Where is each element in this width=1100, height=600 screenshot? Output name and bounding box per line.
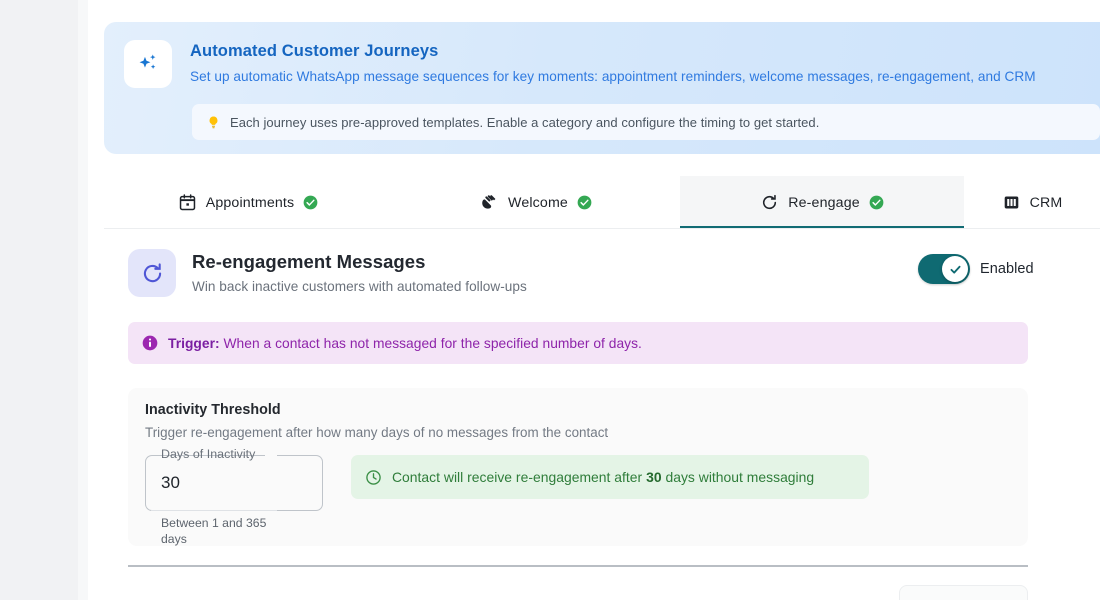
threshold-description: Trigger re-engagement after how many day… [145,425,609,440]
info-icon [142,335,158,351]
refresh-icon [763,194,777,210]
banner-subtitle: Set up automatic WhatsApp message sequen… [190,69,1036,84]
view-column-icon [1004,196,1018,209]
banner-header-row: Automated Customer Journeys Set up autom… [124,40,1036,88]
days-of-inactivity-helper: Between 1 and 365 days [161,516,267,546]
check-circle-icon [303,195,318,210]
trigger-alert-text: Trigger: When a contact has not messaged… [168,336,642,351]
banner-tip: Each journey uses pre-approved templates… [192,104,1100,140]
calendar-icon [179,194,195,211]
tab-appointments[interactable]: Appointments [104,176,392,229]
confirmation-suffix: days without messaging [665,469,815,485]
threshold-row: Days of Inactivity Between 1 and 365 day… [145,447,1011,546]
inactivity-threshold-card: Inactivity Threshold Trigger re-engageme… [128,388,1028,546]
section-header: Re-engagement Messages Win back inactive… [128,249,527,297]
banner-tip-text: Each journey uses pre-approved templates… [230,114,820,130]
confirmation-chip: Contact will receive re-engagement after… [351,455,869,499]
page-surface: Automated Customer Journeys Set up autom… [88,0,1100,600]
banner-text-block: Automated Customer Journeys Set up autom… [190,40,1036,88]
toggle-knob [942,256,968,282]
confirmation-text: Contact will receive re-engagement after… [392,469,814,485]
tab-list: Appointments Welcome [104,176,1100,229]
check-icon [950,265,960,274]
save-button[interactable] [899,585,1028,600]
days-of-inactivity-input[interactable] [146,456,322,510]
days-of-inactivity-field[interactable]: Days of Inactivity Between 1 and 365 day… [145,447,323,546]
clock-icon [366,469,381,485]
tab-welcome[interactable]: Welcome [392,176,680,229]
section-title-block: Re-engagement Messages Win back inactive… [192,251,527,295]
tab-appointments-label: Appointments [205,194,295,211]
confirmation-days: 30 [646,469,662,485]
page-subtitle: Win back inactive customers with automat… [192,279,527,294]
automated-journeys-banner: Automated Customer Journeys Set up autom… [104,22,1100,154]
outline-bottom [151,510,277,511]
waving-hand-icon [482,195,496,209]
enable-toggle[interactable] [918,254,970,284]
lightbulb-icon [209,116,218,128]
trigger-alert-label: Trigger: [168,335,220,351]
enable-toggle-group[interactable]: Enabled [918,254,1034,284]
enable-toggle-label: Enabled [980,261,1034,277]
check-circle-icon [577,195,592,210]
footer-divider [128,565,1028,567]
trigger-alert: Trigger: When a contact has not messaged… [128,322,1028,364]
check-circle-icon [869,195,884,210]
journey-tabs: Appointments Welcome [104,176,1100,229]
banner-title: Automated Customer Journeys [190,42,439,60]
tab-crm-label: CRM [1029,194,1063,211]
tab-welcome-label: Welcome [508,194,568,211]
page-gutter [78,0,88,600]
trigger-alert-body: When a contact has not messaged for the … [223,335,642,351]
days-of-inactivity-label: Days of Inactivity [161,447,256,461]
auto-awesome-sparkle-icon [124,40,172,88]
left-rail [0,0,78,600]
page-title: Re-engagement Messages [192,251,426,272]
confirmation-prefix: Contact will receive re-engagement after [392,469,643,485]
tabs-divider [104,228,1100,229]
section-refresh-icon [128,249,176,297]
tab-crm[interactable]: CRM [964,176,1100,229]
field-outline: Days of Inactivity [145,447,323,511]
tab-re-engage[interactable]: Re-engage [680,176,964,229]
tab-re-engage-label: Re-engage [788,194,860,211]
threshold-title: Inactivity Threshold [145,402,281,418]
